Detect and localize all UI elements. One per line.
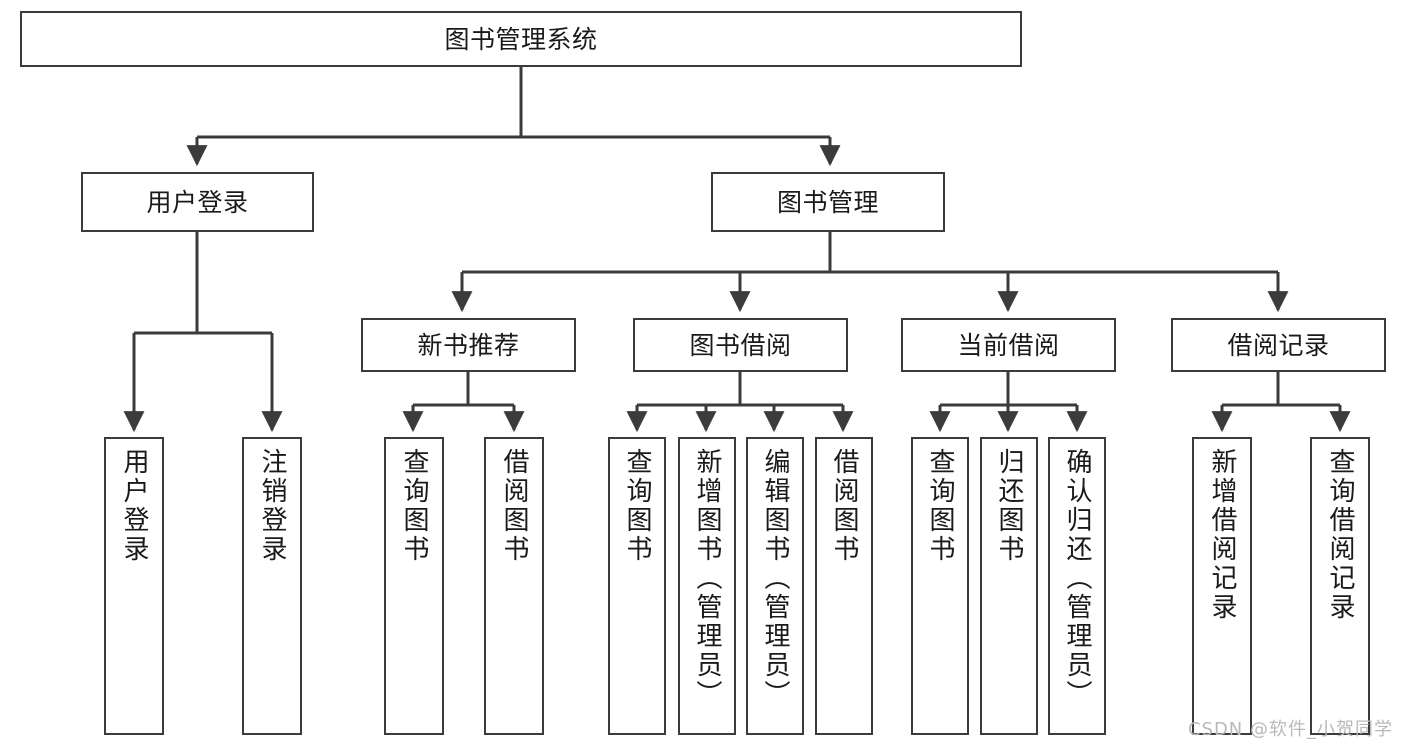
node-label: 借阅记录 xyxy=(1227,330,1330,360)
node-label: 查询借阅记录 xyxy=(1325,448,1355,622)
leaf-query-book-borrow[interactable]: 查询图书 xyxy=(608,437,666,735)
node-label: 图书管理系统 xyxy=(444,24,598,54)
leaf-confirm-return-admin[interactable]: 确认归还（管理员） xyxy=(1048,437,1106,735)
node-book-management[interactable]: 图书管理 xyxy=(711,172,945,232)
leaf-query-borrow-record[interactable]: 查询借阅记录 xyxy=(1310,437,1370,735)
leaf-edit-book-admin[interactable]: 编辑图书（管理员） xyxy=(746,437,804,735)
leaf-borrow-book[interactable]: 借阅图书 xyxy=(815,437,873,735)
node-label: 查询图书 xyxy=(622,448,652,564)
node-label: 查询图书 xyxy=(925,448,955,564)
node-user-login[interactable]: 用户登录 xyxy=(81,172,314,232)
leaf-return-book[interactable]: 归还图书 xyxy=(980,437,1038,735)
node-label: 新增借阅记录 xyxy=(1207,448,1237,622)
node-new-book-recommend[interactable]: 新书推荐 xyxy=(361,318,576,372)
node-book-borrow[interactable]: 图书借阅 xyxy=(633,318,848,372)
leaf-logout-login[interactable]: 注销登录 xyxy=(242,437,302,735)
node-label: 图书借阅 xyxy=(689,330,792,360)
node-label: 用户登录 xyxy=(146,187,249,217)
leaf-borrow-book-recommend[interactable]: 借阅图书 xyxy=(484,437,544,735)
node-label: 新增图书（管理员） xyxy=(692,448,722,709)
leaf-add-book-admin[interactable]: 新增图书（管理员） xyxy=(678,437,736,735)
leaf-add-borrow-record[interactable]: 新增借阅记录 xyxy=(1192,437,1252,735)
node-label: 图书管理 xyxy=(776,187,879,217)
leaf-query-book-recommend[interactable]: 查询图书 xyxy=(384,437,444,735)
watermark: CSDN @软件_小贺同学 xyxy=(1187,719,1393,740)
node-root-system[interactable]: 图书管理系统 xyxy=(20,11,1022,67)
node-label: 当前借阅 xyxy=(957,330,1060,360)
node-label: 新书推荐 xyxy=(417,330,520,360)
leaf-user-login[interactable]: 用户登录 xyxy=(104,437,164,735)
node-label: 编辑图书（管理员） xyxy=(760,448,790,709)
node-label: 借阅图书 xyxy=(829,448,859,564)
node-label: 借阅图书 xyxy=(499,448,529,564)
node-label: 用户登录 xyxy=(119,448,149,564)
node-label: 注销登录 xyxy=(257,448,287,564)
leaf-query-book-current[interactable]: 查询图书 xyxy=(911,437,969,735)
node-label: 查询图书 xyxy=(399,448,429,564)
node-borrow-record[interactable]: 借阅记录 xyxy=(1171,318,1386,372)
node-current-borrow[interactable]: 当前借阅 xyxy=(901,318,1116,372)
node-label: 归还图书 xyxy=(994,448,1024,564)
node-label: 确认归还（管理员） xyxy=(1062,448,1092,709)
